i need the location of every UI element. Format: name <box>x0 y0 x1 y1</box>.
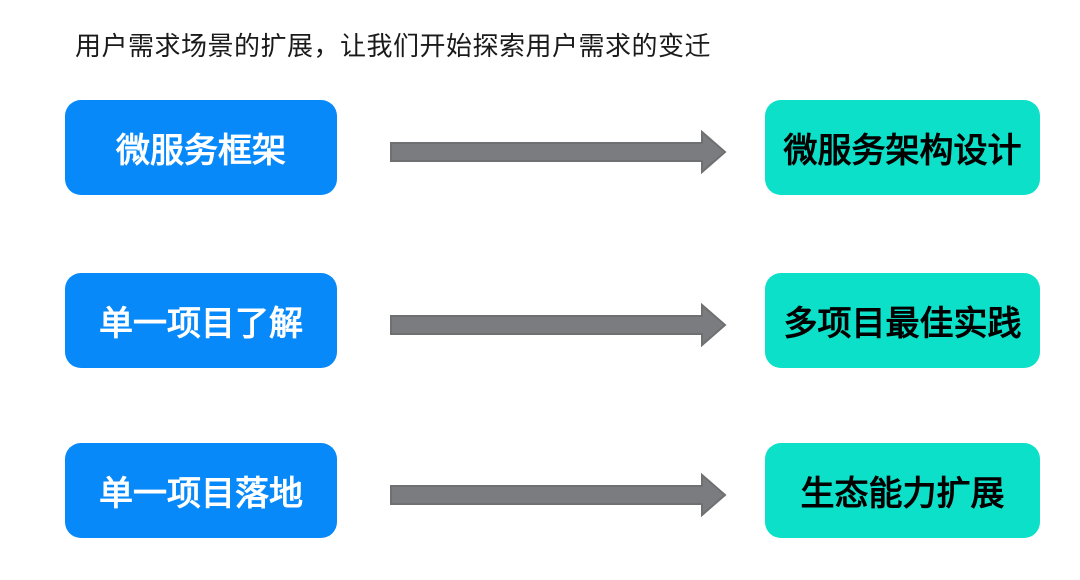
target-box-label: 生态能力扩展 <box>800 475 1005 513</box>
source-box-single-project-understanding: 单一项目了解 <box>65 273 337 368</box>
source-box-single-project-landing: 单一项目落地 <box>65 443 337 538</box>
page-title: 用户需求场景的扩展，让我们开始探索用户需求的变迁 <box>75 31 712 61</box>
target-box-label: 微服务架构设计 <box>783 132 1022 170</box>
target-box-multi-project-best-practice: 多项目最佳实践 <box>765 273 1040 368</box>
right-arrow-icon <box>390 297 727 353</box>
right-arrow-icon <box>390 467 727 523</box>
source-box-label: 单一项目了解 <box>99 305 303 343</box>
target-box-ecosystem-capability-expansion: 生态能力扩展 <box>765 443 1040 538</box>
source-box-label: 单一项目落地 <box>99 475 303 513</box>
source-box-microservice-framework: 微服务框架 <box>65 100 337 195</box>
flow-row: 单一项目了解 多项目最佳实践 <box>0 273 1080 368</box>
target-box-label: 多项目最佳实践 <box>783 305 1022 343</box>
source-box-label: 微服务框架 <box>116 132 286 170</box>
flow-row: 微服务框架 微服务架构设计 <box>0 100 1080 195</box>
flow-row: 单一项目落地 生态能力扩展 <box>0 443 1080 538</box>
right-arrow-icon <box>390 124 727 180</box>
target-box-architecture-design: 微服务架构设计 <box>765 100 1040 195</box>
